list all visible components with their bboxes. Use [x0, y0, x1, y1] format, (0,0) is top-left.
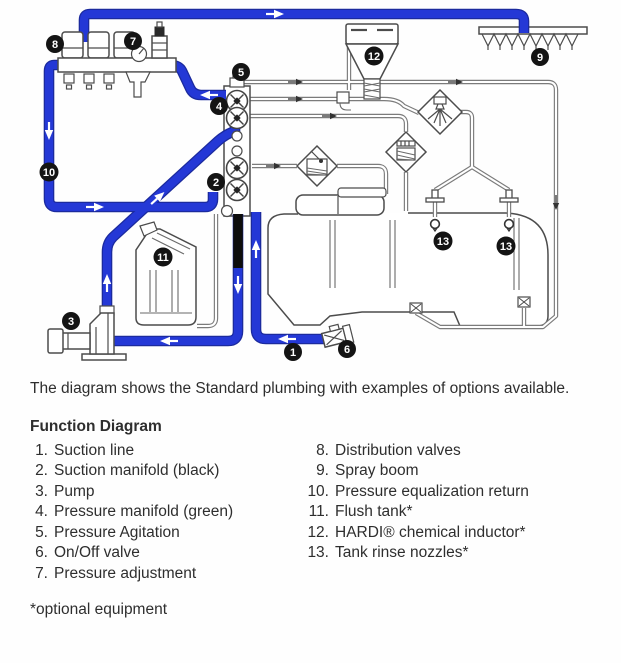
distribution-valves	[57, 31, 177, 98]
svg-text:10: 10	[43, 167, 55, 179]
legend-item: 6.On/Off valve	[35, 544, 140, 562]
intro-text: The diagram shows the Standard plumbing …	[30, 380, 570, 397]
column-port	[220, 204, 234, 218]
callout-badge-11: 11	[153, 247, 173, 267]
rinse-nozzle-option-symbol	[416, 88, 464, 136]
callout-badge-8: 8	[46, 35, 64, 53]
callout-badge-1: 1	[284, 343, 302, 361]
function-diagram-svg: 1 2 3 4 5 6 7 8 9 10 11 12 13 13	[39, 0, 588, 361]
svg-text:3: 3	[68, 316, 74, 328]
svg-text:9: 9	[537, 52, 543, 64]
callout-badge-4: 4	[210, 97, 228, 115]
spray-boom	[478, 26, 588, 50]
callout-badge-5: 5	[232, 63, 250, 81]
pressure-manifold-valves	[225, 89, 249, 130]
svg-text:13: 13	[437, 236, 449, 248]
callout-badge-13b: 13	[496, 236, 516, 256]
legend-item: 2.Suction manifold (black)	[35, 462, 220, 480]
plumbing-diagram: 1 2 3 4 5 6 7 8 9 10 11 12 13 13	[39, 0, 588, 361]
legend-item: 7.Pressure adjustment	[35, 565, 197, 583]
svg-text:11: 11	[157, 252, 169, 264]
svg-text:2: 2	[213, 177, 219, 189]
suction-filter-option-symbol	[295, 144, 339, 188]
filter-option-symbol	[384, 130, 428, 174]
flow-arrows-blue	[44, 9, 296, 346]
legend-column-left: 1.Suction line 2.Suction manifold (black…	[30, 441, 302, 585]
callout-badge-2: 2	[207, 173, 225, 191]
flush-tank	[135, 221, 197, 326]
legend-item: 9.Spray boom	[316, 462, 419, 480]
svg-text:13: 13	[500, 241, 512, 253]
legend-item: 5.Pressure Agitation	[35, 523, 180, 541]
tank-bottom-fitting-left	[409, 302, 423, 314]
main-tank	[267, 212, 549, 327]
legend-item: 4.Pressure manifold (green)	[35, 503, 234, 521]
flow-arrows-thin	[266, 78, 560, 210]
pump	[47, 305, 127, 361]
callout-badge-7: 7	[124, 32, 142, 50]
svg-text:8: 8	[52, 39, 58, 51]
column-port	[231, 145, 243, 157]
svg-text:1: 1	[290, 347, 296, 359]
callout-badge-9: 9	[531, 48, 549, 66]
legend-title: Function Diagram	[30, 417, 162, 435]
svg-text:12: 12	[368, 51, 380, 63]
callout-badge-13a: 13	[433, 231, 453, 251]
column-port	[231, 130, 243, 142]
callout-badge-6: 6	[338, 340, 356, 358]
svg-text:5: 5	[238, 67, 244, 79]
tank-bottom-fitting-right	[517, 296, 531, 308]
optional-equipment-footnote: *optional equipment	[30, 600, 168, 618]
tank-lid	[295, 187, 387, 216]
legend-columns: 1.Suction line 2.Suction manifold (black…	[30, 441, 593, 585]
legend-item: 10.Pressure equalization return	[307, 482, 529, 500]
legend-item: 1.Suction line	[35, 441, 135, 459]
pressure-adjustment-valve	[151, 21, 168, 59]
callout-badge-3: 3	[62, 312, 80, 330]
svg-text:6: 6	[344, 344, 350, 356]
legend-item: 3.Pump	[35, 482, 95, 500]
legend-column-right: 8.Distribution valves 9.Spray boom 10.Pr…	[302, 441, 593, 585]
legend-item: 8.Distribution valves	[316, 441, 461, 459]
svg-text:4: 4	[216, 101, 223, 113]
legend-section: The diagram shows the Standard plumbing …	[0, 370, 621, 619]
legend-item: 11.Flush tank*	[308, 503, 413, 521]
legend-item: 12.HARDI® chemical inductor*	[307, 523, 526, 541]
svg-text:7: 7	[130, 36, 136, 48]
callout-badge-10: 10	[39, 162, 59, 182]
callout-badge-12: 12	[364, 46, 384, 66]
legend-item: 13.Tank rinse nozzles*	[307, 544, 469, 562]
